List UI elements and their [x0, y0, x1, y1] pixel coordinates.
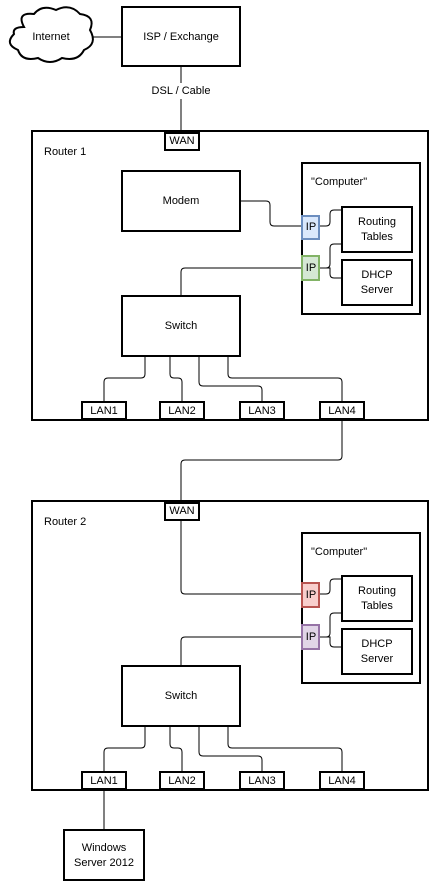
wire-modem-ip1 — [240, 200, 302, 227]
router-2-ip-top — [301, 582, 320, 608]
uplink-label: DSL / Cable — [152, 85, 211, 97]
router-1-computer-label: "Computer" — [311, 176, 367, 188]
isp-node: ISP / Exchange — [121, 6, 241, 67]
router-1-lan1-label: LAN1 — [90, 405, 118, 417]
wire-switch1-lan2 — [169, 356, 183, 402]
routing-tables-1-line2: Tables — [361, 231, 393, 243]
router-2-lan3-port — [239, 771, 285, 790]
router-1-ip-bottom-label: IP — [306, 262, 316, 274]
wire-ip4-dhcp2 — [319, 636, 342, 648]
wire-ip2-routing1 — [319, 243, 342, 269]
router-2-lan2-port — [159, 771, 205, 790]
router-2-lan1-label: LAN1 — [90, 775, 118, 787]
router-2-ip-bottom — [301, 624, 320, 650]
switch-1-label: Switch — [165, 320, 197, 332]
router-2-wan-label: WAN — [169, 505, 194, 517]
router-1-ip-top — [301, 215, 320, 240]
router-1-wan-label: WAN — [169, 135, 194, 147]
switch-2-box — [121, 665, 241, 727]
modem-label: Modem — [163, 195, 200, 207]
router-2-lan2-label: LAN2 — [168, 775, 196, 787]
routing-tables-1-line1: Routing — [358, 216, 396, 228]
routing-tables-1-box — [341, 206, 413, 253]
connectors — [92, 36, 343, 830]
router-1-frame — [31, 130, 429, 421]
router-2-lan1-port — [81, 771, 127, 790]
wire-ip3-routing2 — [319, 578, 342, 595]
router-1-lan4-port — [319, 401, 365, 420]
router-2-lan4-label: LAN4 — [328, 775, 356, 787]
switch-1-box — [121, 295, 241, 357]
modem-box — [121, 170, 241, 232]
wire-switch2-ip4 — [180, 636, 302, 666]
routing-tables-2-line1: Routing — [358, 585, 396, 597]
wire-switch2-lan2 — [169, 726, 183, 772]
router-1-title: Router 1 — [44, 146, 86, 158]
cloud-label: Internet — [32, 31, 69, 43]
router-1-ip-top-label: IP — [306, 221, 316, 233]
wire-switch1-lan4 — [227, 356, 343, 402]
router-1-wan-port — [164, 132, 200, 151]
wire-ip2-dhcp1 — [319, 267, 342, 279]
windows-server-node: Windows Server 2012 — [63, 829, 145, 881]
wire-switch2-lan4 — [227, 726, 343, 772]
router-1-lan2-label: LAN2 — [168, 405, 196, 417]
dhcp-server-2-line1: DHCP — [361, 638, 392, 650]
router-2-title: Router 2 — [44, 516, 86, 528]
router-2-frame — [31, 500, 429, 791]
wire-wan2-ip3 — [180, 520, 302, 595]
dhcp-server-2-line2: Server — [361, 653, 394, 665]
internet-cloud: Internet — [8, 6, 94, 63]
windows-server-line1: Windows — [82, 842, 127, 854]
routing-tables-2-line2: Tables — [361, 600, 393, 612]
windows-server-box — [63, 829, 145, 881]
router-1-lan3-label: LAN3 — [248, 405, 276, 417]
dhcp-server-1-line1: DHCP — [361, 269, 392, 281]
wire-ip4-routing2 — [319, 612, 342, 638]
cloud-icon — [8, 6, 94, 63]
router-1-lan2-port — [159, 401, 205, 420]
router-1: Router 1 WAN Modem "Computer" IP IP Rout… — [31, 130, 429, 421]
router-2-ip-top-label: IP — [306, 589, 316, 601]
router-2-lan4-port — [319, 771, 365, 790]
router-2-ip-bottom-label: IP — [306, 631, 316, 643]
isp-box — [121, 6, 241, 67]
router-1-ip-bottom — [301, 255, 320, 281]
router-1-lan4-label: LAN4 — [328, 405, 356, 417]
wire-switch2-lan3 — [198, 726, 263, 772]
wire-switch1-lan3 — [198, 356, 263, 402]
dhcp-server-1-box — [341, 259, 413, 306]
windows-server-line2: Server 2012 — [74, 857, 134, 869]
wire-lan4-wan2 — [180, 420, 343, 503]
wire-switch1-ip2 — [180, 267, 302, 296]
router-2-wan-port — [164, 502, 200, 521]
router-1-lan1-port — [81, 401, 127, 420]
wire-ip1-routing1 — [319, 209, 342, 227]
isp-label: ISP / Exchange — [143, 31, 219, 43]
router-1-lan3-port — [239, 401, 285, 420]
router-2-lan3-label: LAN3 — [248, 775, 276, 787]
dhcp-server-2-box — [341, 628, 413, 675]
router-2: Router 2 WAN "Computer" IP IP Routing Ta… — [31, 500, 429, 791]
routing-tables-2-box — [341, 575, 413, 622]
switch-2-label: Switch — [165, 690, 197, 702]
wire-switch1-lan1 — [103, 356, 146, 402]
router-2-computer-label: "Computer" — [311, 546, 367, 558]
dhcp-server-1-line2: Server — [361, 284, 394, 296]
wire-switch2-lan1 — [103, 726, 146, 772]
